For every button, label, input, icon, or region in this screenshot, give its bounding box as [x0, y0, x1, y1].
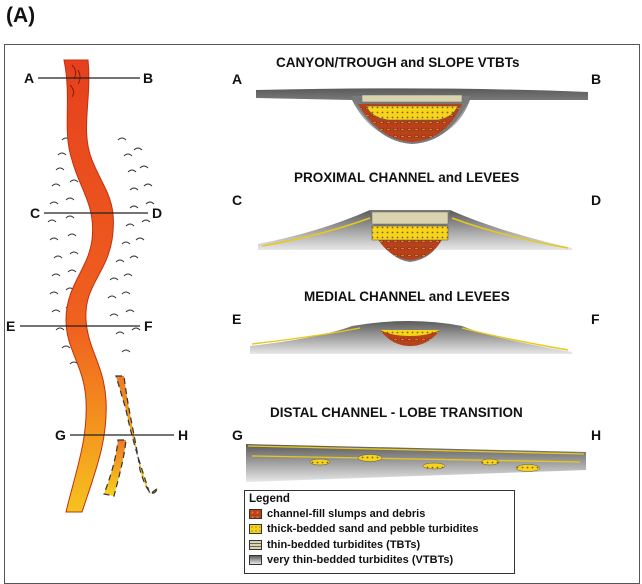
section-letter-d: D — [591, 192, 601, 208]
map-letter-c: C — [30, 205, 40, 221]
legend-item-label: channel-fill slumps and debris — [267, 508, 425, 520]
section-ef — [250, 321, 572, 354]
map-letter-g: G — [55, 427, 66, 443]
legend-item: channel-fill slumps and debris — [249, 506, 510, 522]
sand-swatch — [249, 524, 262, 534]
section-letter-e: E — [232, 311, 241, 327]
map-letter-e: E — [6, 318, 15, 334]
section-ab — [256, 88, 588, 144]
map-letter-h: H — [178, 427, 188, 443]
channel-map — [20, 60, 174, 512]
debris-swatch — [249, 509, 262, 519]
section-title-cd: PROXIMAL CHANNEL and LEVEES — [294, 170, 519, 185]
section-letter-b: B — [591, 71, 601, 87]
legend-item-label: thick-bedded sand and pebble turbidites — [267, 523, 478, 535]
section-title-ef: MEDIAL CHANNEL and LEVEES — [304, 289, 510, 304]
map-letter-b: B — [143, 70, 153, 86]
map-letter-d: D — [152, 205, 162, 221]
section-letter-g: G — [232, 427, 243, 443]
vtbt-swatch — [249, 555, 262, 565]
legend-item: thin-bedded turbidites (TBTs) — [249, 537, 510, 553]
section-title-ab: CANYON/TROUGH and SLOPE VTBTs — [276, 55, 520, 70]
section-cd — [258, 210, 572, 262]
legend-item-label: very thin-bedded turbidites (VTBTs) — [267, 554, 453, 566]
section-letter-c: C — [232, 192, 242, 208]
map-letter-a: A — [24, 70, 34, 86]
legend-item: very thin-bedded turbidites (VTBTs) — [249, 553, 510, 569]
legend-item-label: thin-bedded turbidites (TBTs) — [267, 539, 420, 551]
tbt-swatch — [249, 540, 262, 550]
section-title-gh: DISTAL CHANNEL - LOBE TRANSITION — [270, 405, 523, 420]
map-letter-f: F — [144, 318, 153, 334]
section-letter-h: H — [591, 427, 601, 443]
legend: Legend channel-fill slumps and debris th… — [244, 490, 515, 574]
section-letter-f: F — [591, 311, 600, 327]
section-gh — [246, 444, 586, 482]
side-branch-2 — [104, 440, 126, 496]
section-letter-a: A — [232, 71, 242, 87]
legend-title: Legend — [249, 493, 510, 505]
legend-item: thick-bedded sand and pebble turbidites — [249, 522, 510, 538]
main-channel — [64, 60, 113, 512]
